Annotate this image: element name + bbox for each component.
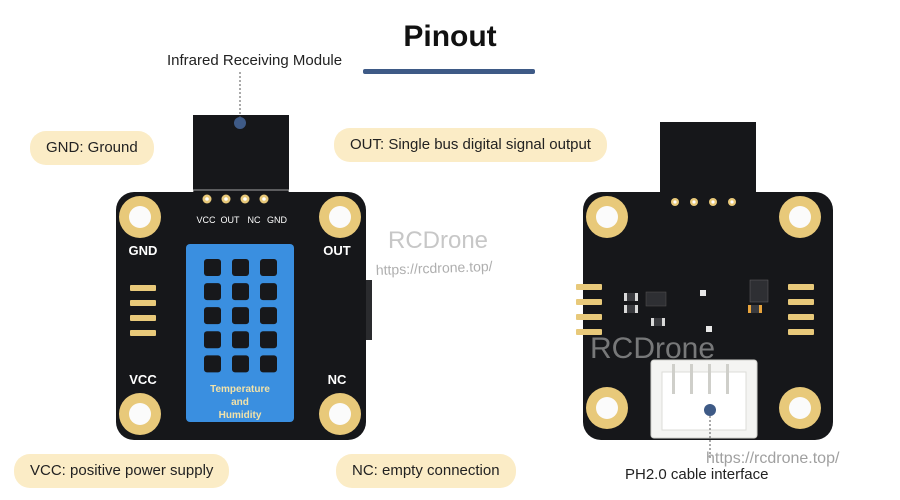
ph2-cable-interface-label: PH2.0 cable interface bbox=[625, 466, 769, 483]
pin-pads bbox=[671, 198, 736, 206]
sensor-vent bbox=[204, 259, 221, 276]
sensor-grid bbox=[204, 259, 277, 373]
sensor-vent bbox=[232, 283, 249, 301]
pin-label-vcc: VCC bbox=[196, 215, 216, 225]
pin-label-gnd: GND bbox=[267, 215, 288, 225]
title-underline bbox=[363, 69, 535, 74]
sensor-vent bbox=[260, 307, 277, 325]
sensor-vent bbox=[204, 283, 221, 301]
mounting-hole bbox=[779, 196, 821, 238]
sensor-vent bbox=[260, 259, 277, 276]
sensor-vent bbox=[232, 259, 249, 276]
sensor-vent bbox=[260, 355, 277, 373]
sensor-text-line-2: and bbox=[231, 397, 249, 408]
back-pcb bbox=[583, 192, 833, 440]
out-annotation: OUT: Single bus digital signal output bbox=[334, 128, 607, 162]
corner-label-vcc: VCC bbox=[129, 372, 157, 387]
sensor-vent bbox=[204, 307, 221, 325]
edge-contacts bbox=[576, 284, 814, 335]
sensor-vent bbox=[232, 331, 249, 349]
mounting-hole bbox=[586, 387, 628, 429]
mounting-hole bbox=[779, 387, 821, 429]
front-board: VCC OUT NC GND GND OUT VCC NC Temperatur… bbox=[116, 115, 372, 440]
sensor-vent bbox=[260, 331, 277, 349]
mounting-hole bbox=[319, 196, 361, 238]
pin-label-out: OUT bbox=[221, 215, 241, 225]
watermark-brand: RCDrone bbox=[590, 332, 715, 365]
sensor-text-line-3: Humidity bbox=[219, 410, 262, 421]
page-title: Pinout bbox=[403, 20, 497, 53]
back-infrared-module bbox=[660, 122, 756, 200]
sensor-vent bbox=[232, 355, 249, 373]
pin-label-nc: NC bbox=[248, 215, 261, 225]
watermark-url: https://rcdrone.top/ bbox=[706, 450, 840, 467]
edge-contacts bbox=[130, 285, 156, 336]
gnd-annotation: GND: Ground bbox=[30, 131, 154, 165]
sensor-text-line-1: Temperature bbox=[210, 384, 270, 395]
sensor-vent bbox=[232, 307, 249, 325]
sensor-vent bbox=[204, 355, 221, 373]
corner-label-nc: NC bbox=[328, 372, 347, 387]
mounting-hole bbox=[119, 393, 161, 435]
infrared-module-label: Infrared Receiving Module bbox=[167, 52, 343, 69]
sensor-vent bbox=[260, 283, 277, 301]
mounting-hole bbox=[586, 196, 628, 238]
back-board bbox=[576, 122, 833, 440]
corner-label-out: OUT bbox=[323, 243, 351, 258]
smd-components bbox=[624, 279, 769, 332]
mounting-hole bbox=[319, 393, 361, 435]
watermark-brand: RCDrone bbox=[388, 227, 488, 254]
nc-annotation: NC: empty connection bbox=[336, 454, 516, 488]
corner-label-gnd: GND bbox=[129, 243, 158, 258]
infrared-pointer-dot bbox=[234, 117, 246, 129]
ph2-connector bbox=[650, 359, 758, 439]
sensor-vent bbox=[204, 331, 221, 349]
vcc-annotation: VCC: positive power supply bbox=[14, 454, 230, 488]
ph-pointer-dot bbox=[704, 404, 716, 416]
pin-pads bbox=[202, 194, 269, 204]
mounting-hole bbox=[119, 196, 161, 238]
watermark-url: https://rcdrone.top/ bbox=[376, 258, 493, 278]
